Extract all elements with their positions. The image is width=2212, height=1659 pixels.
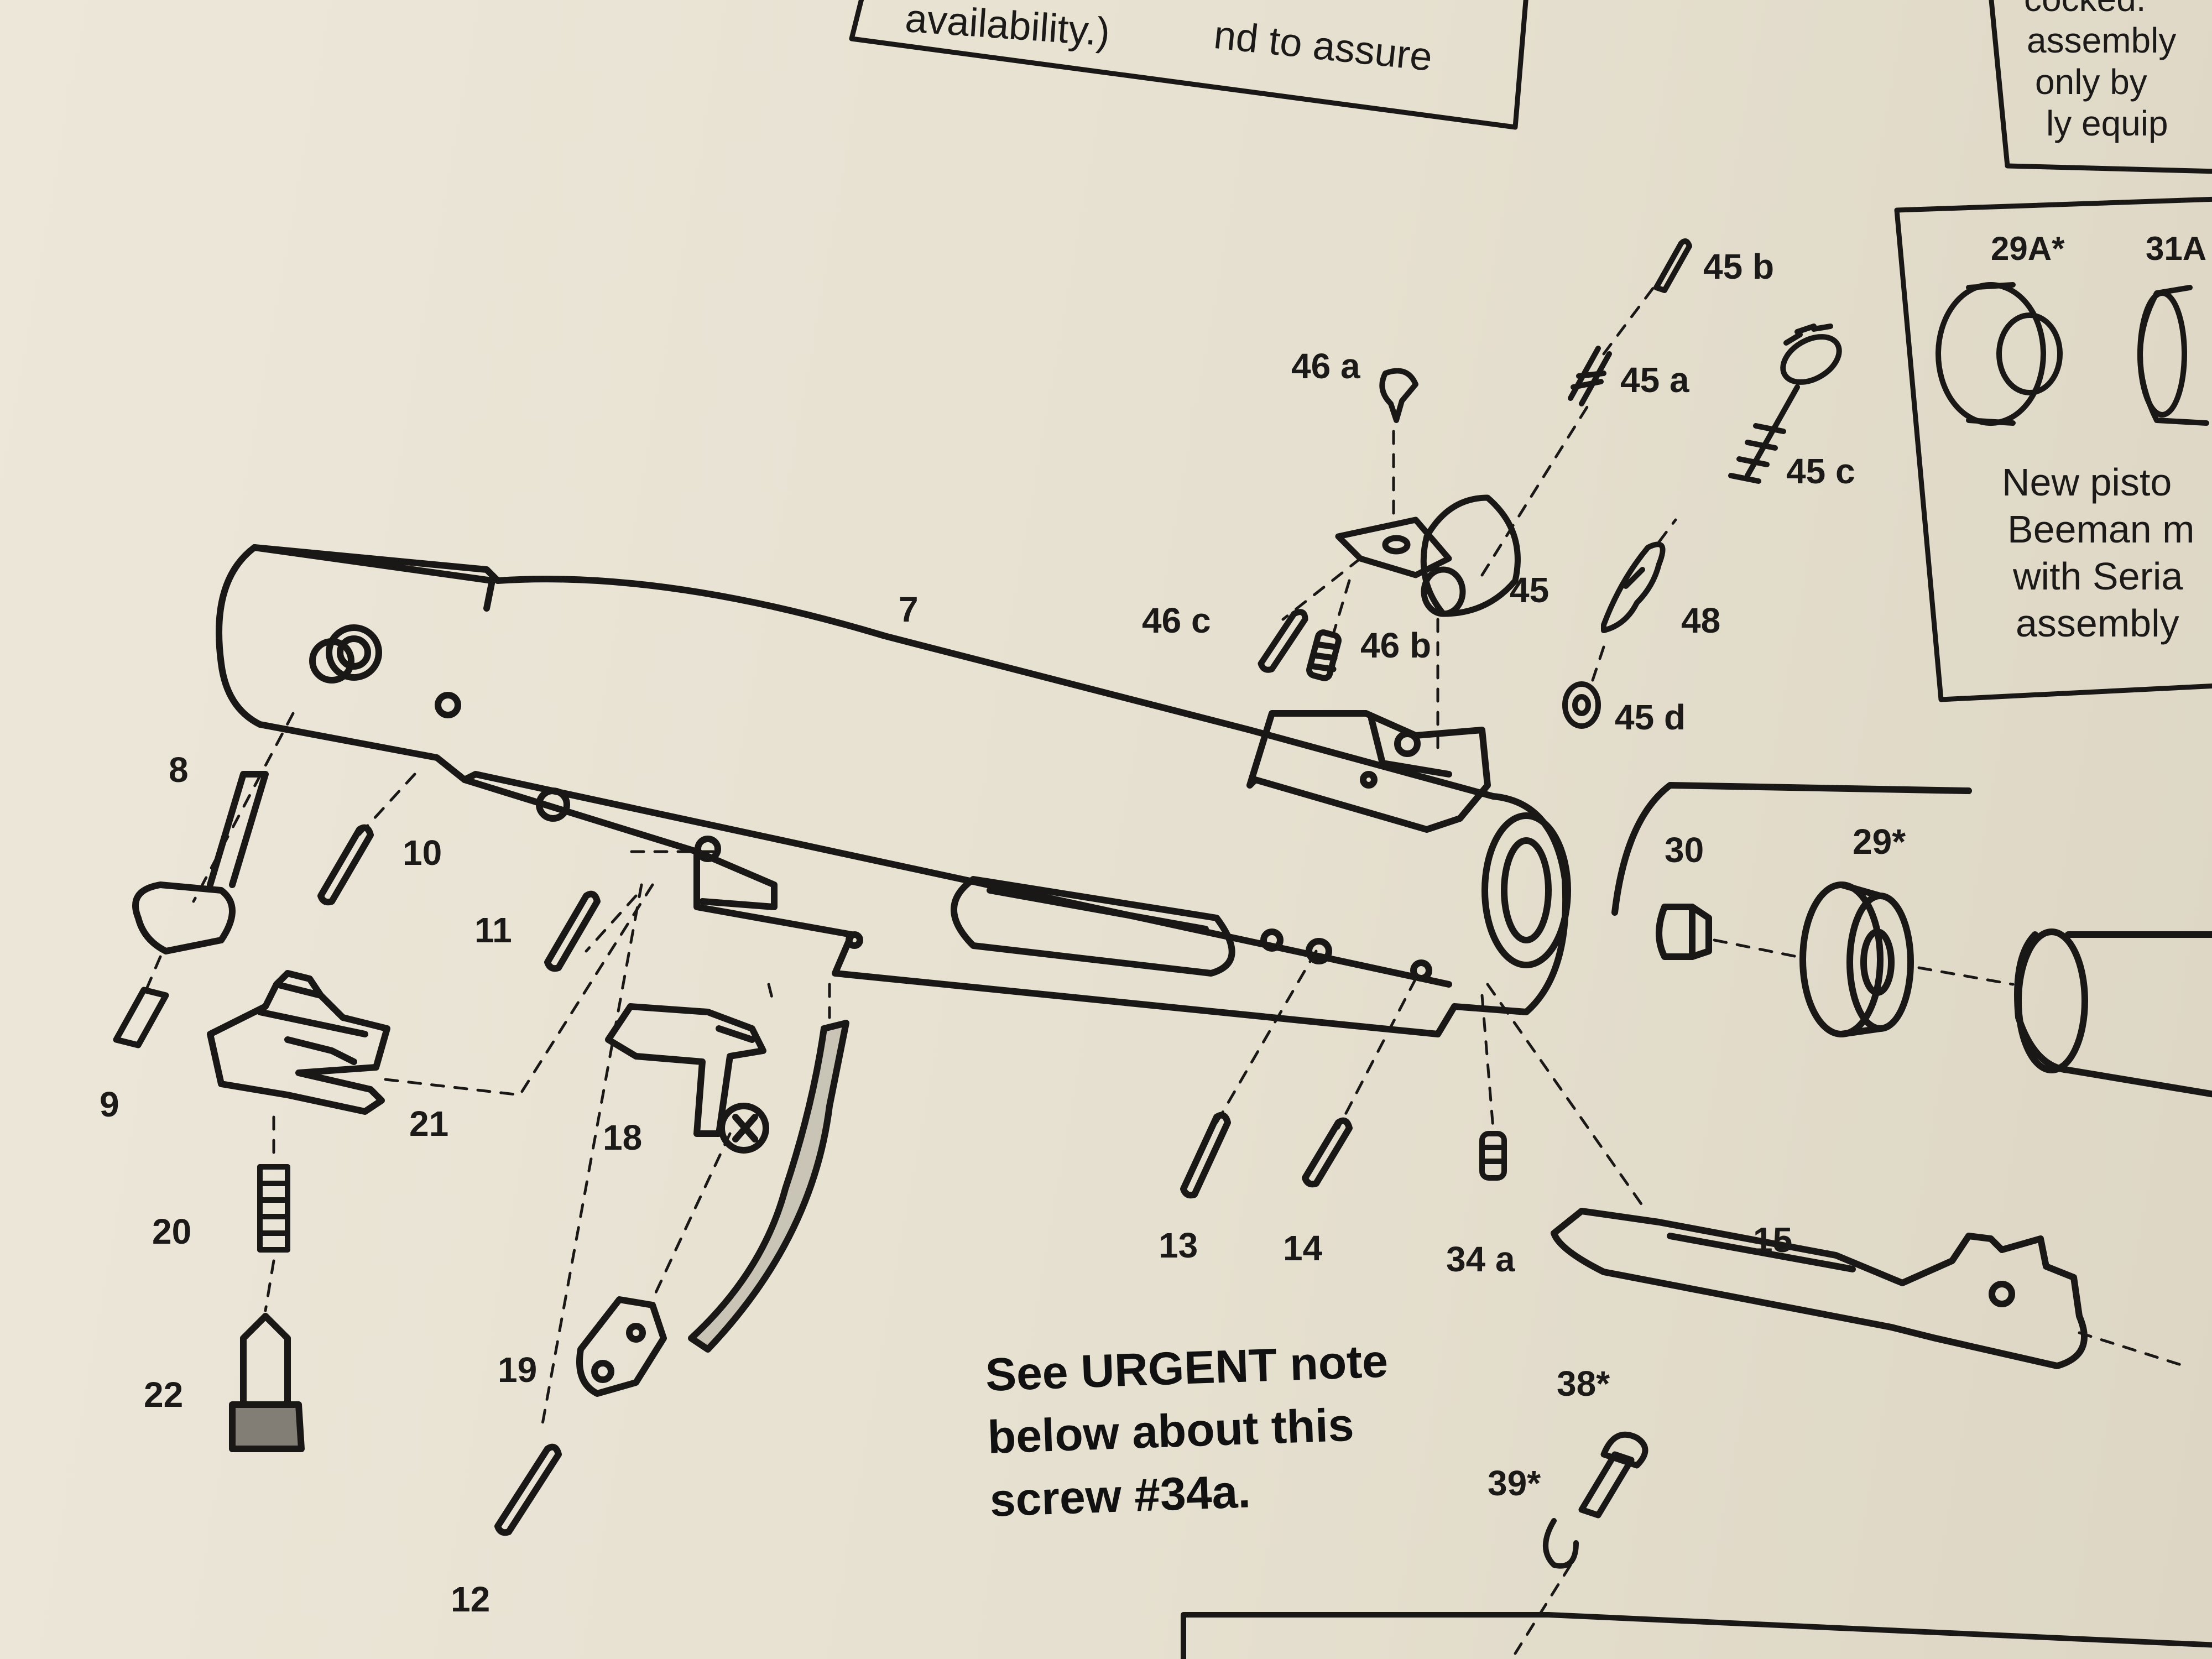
trigger-adjust-part-19 bbox=[576, 1296, 667, 1397]
receiver-tube-part-7 bbox=[216, 544, 1571, 1037]
part-29a-drawing bbox=[1936, 282, 2063, 426]
sear-part-18 bbox=[605, 1003, 766, 1137]
cocking-lever-part-15 bbox=[1551, 1208, 2088, 1369]
urgent-note: See URGENT note below about this screw #… bbox=[984, 1330, 1394, 1532]
part-label-10: 10 bbox=[403, 833, 442, 873]
spring-part-20 bbox=[257, 1164, 290, 1253]
part-label-18: 18 bbox=[603, 1118, 643, 1157]
right-note-text-3: only by bbox=[2035, 62, 2147, 102]
part-label-45: 45 bbox=[1510, 570, 1550, 610]
right-note-text-1: cocked. bbox=[2024, 0, 2146, 20]
screw-part-38 bbox=[1578, 1431, 1648, 1519]
part-label-13: 13 bbox=[1159, 1225, 1198, 1265]
right-note-text-2: assembly bbox=[2027, 20, 2177, 60]
part-label-38: 38* bbox=[1557, 1364, 1610, 1404]
pin-part-10 bbox=[317, 824, 374, 906]
sight-spring-part-45a bbox=[1568, 346, 1612, 406]
sight-screw-part-46a bbox=[1379, 368, 1418, 423]
sight-spring-part-48 bbox=[1601, 541, 1666, 633]
inset-note-2: Beeman m bbox=[2007, 508, 2195, 551]
part-label-22: 22 bbox=[144, 1375, 184, 1415]
pin-part-11 bbox=[544, 890, 601, 972]
trigger-housing-part-21 bbox=[207, 970, 390, 1115]
top-note-box bbox=[849, 0, 1528, 130]
part-label-30: 30 bbox=[1665, 830, 1704, 870]
part-label-11: 11 bbox=[474, 910, 512, 950]
rear-sight-part-45 bbox=[1335, 494, 1521, 617]
right-note-box bbox=[1989, 0, 2212, 174]
pin-part-12 bbox=[494, 1443, 562, 1536]
part-label-45a: 45 a bbox=[1620, 360, 1689, 400]
part-label-8: 8 bbox=[169, 750, 189, 790]
buffer-part-30 bbox=[1656, 904, 1712, 960]
part-label-45b: 45 b bbox=[1703, 247, 1775, 286]
part-label-46c: 46 c bbox=[1142, 601, 1211, 640]
compression-tube bbox=[1611, 782, 2212, 1098]
inset-note-1: New pisto bbox=[2002, 461, 2172, 504]
adjust-screw-part-22 bbox=[229, 1313, 305, 1452]
part-label-48: 48 bbox=[1681, 601, 1721, 640]
pin-part-14 bbox=[1302, 1117, 1353, 1188]
screw-part-34a bbox=[1479, 1131, 1507, 1181]
part-label-15: 15 bbox=[1753, 1220, 1793, 1260]
elevation-knob-part-45c bbox=[1728, 324, 1842, 484]
part-label-45d: 45 d bbox=[1615, 697, 1686, 737]
part-label-21: 21 bbox=[409, 1104, 449, 1144]
screw-part-8 bbox=[132, 771, 269, 954]
part-label-39: 39* bbox=[1488, 1463, 1541, 1503]
assembly-guide-lines bbox=[142, 286, 2186, 1655]
inset-note-3: with Seria bbox=[2013, 555, 2183, 598]
part-label-45c: 45 c bbox=[1786, 451, 1855, 491]
part-label-14: 14 bbox=[1283, 1228, 1323, 1268]
piston-seal-part-29 bbox=[1799, 881, 1914, 1037]
sight-pin-part-45b bbox=[1653, 238, 1692, 293]
part-label-12: 12 bbox=[451, 1579, 491, 1619]
part-label-9: 9 bbox=[100, 1084, 119, 1124]
part-label-29: 29* bbox=[1853, 822, 1906, 862]
part-label-7: 7 bbox=[899, 589, 919, 629]
part-label-31a: 31A bbox=[2146, 230, 2207, 267]
sight-nut-part-45d bbox=[1562, 681, 1601, 729]
piston-inset-box bbox=[1894, 196, 2212, 702]
part-label-29a: 29A* bbox=[1991, 230, 2065, 267]
part-label-34a: 34 a bbox=[1446, 1239, 1515, 1279]
part-label-19: 19 bbox=[498, 1350, 538, 1390]
part-label-46b: 46 b bbox=[1360, 625, 1432, 665]
trigger-blade-part-18 bbox=[688, 1020, 849, 1353]
part-label-20: 20 bbox=[152, 1212, 192, 1251]
pin-part-13 bbox=[1180, 1112, 1231, 1199]
part-31a-drawing bbox=[2137, 285, 2209, 426]
part-label-46a: 46 a bbox=[1291, 346, 1360, 386]
pin-part-9 bbox=[113, 987, 169, 1048]
sight-pin-part-46c bbox=[1258, 609, 1308, 673]
bottom-box bbox=[1181, 1612, 2212, 1659]
inset-note-4: assembly bbox=[2016, 602, 2179, 645]
right-note-text-4: ly equip bbox=[2046, 103, 2168, 143]
washer-part-39 bbox=[1543, 1518, 1579, 1569]
sight-spring-part-46b bbox=[1306, 629, 1342, 681]
